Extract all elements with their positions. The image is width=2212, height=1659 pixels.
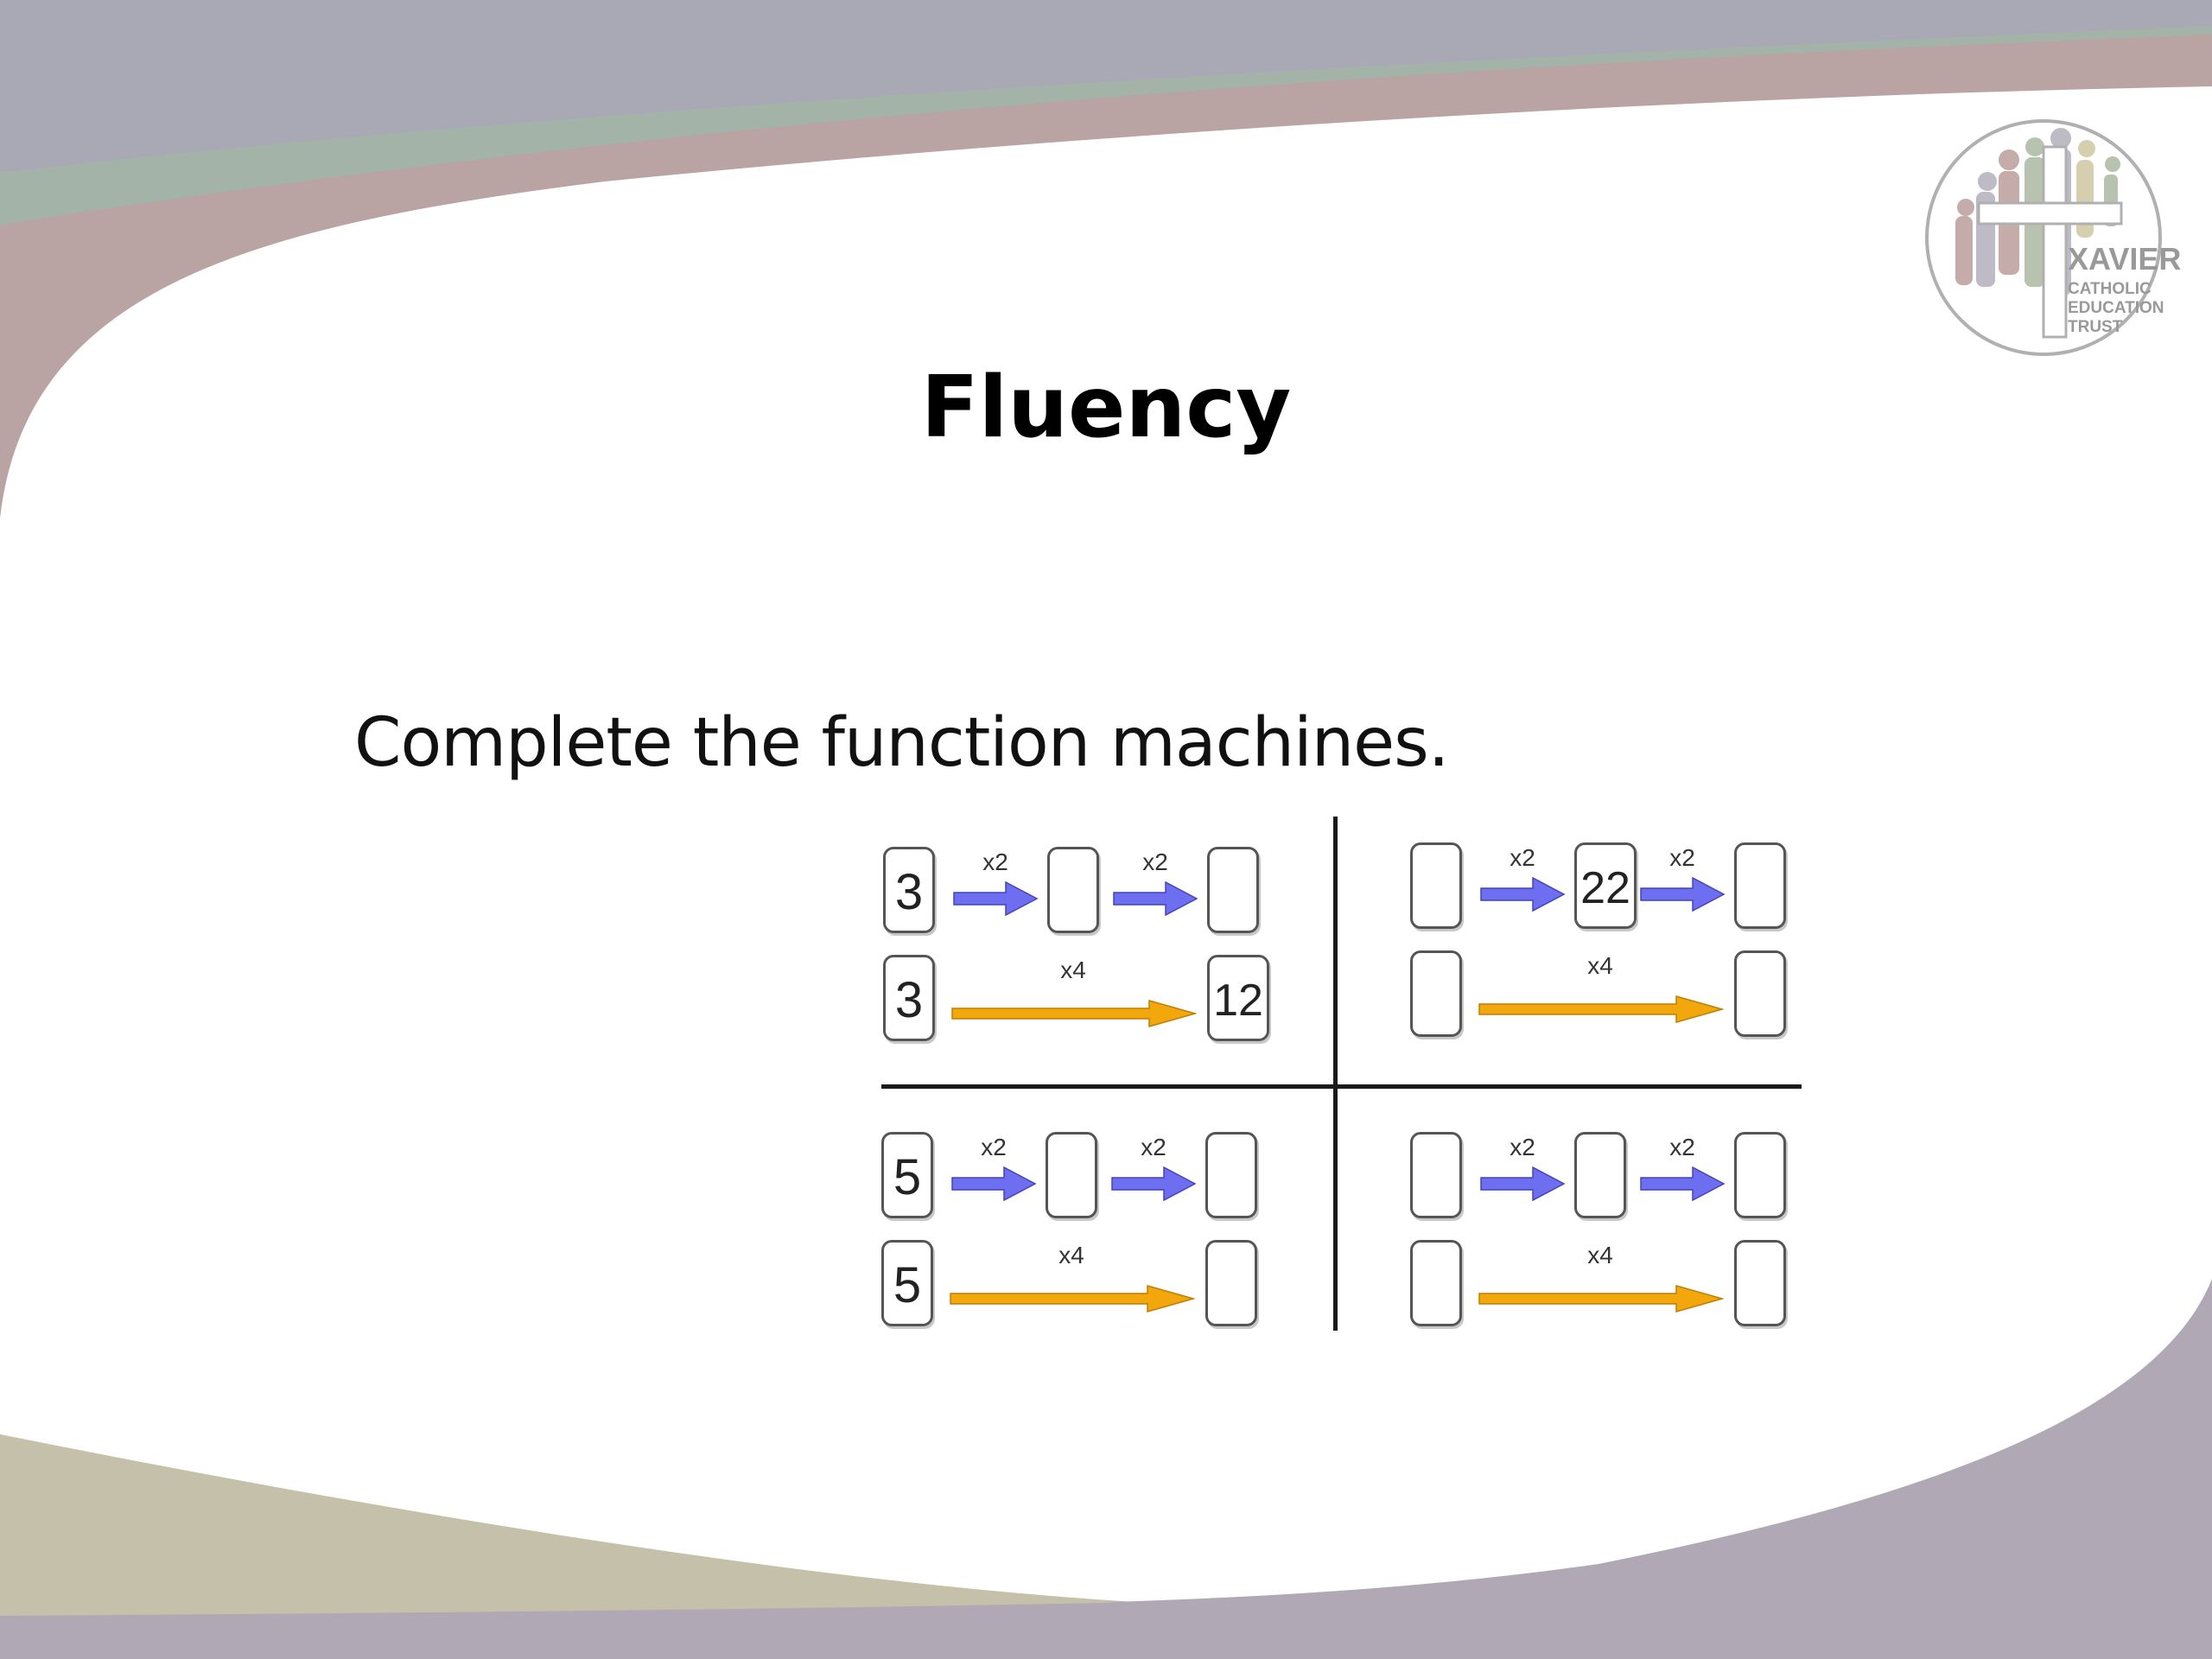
logo-line3: TRUST xyxy=(2068,318,2123,336)
input-box[interactable]: 3 xyxy=(883,955,935,1041)
input-box[interactable] xyxy=(1410,842,1462,929)
output-box[interactable] xyxy=(1734,1240,1786,1326)
one-step-machine: 3 x4 12 xyxy=(883,955,1298,1050)
operation-label: x2 xyxy=(982,849,1008,875)
function-machine-bottom-right: x2 x2 x4 xyxy=(1410,1132,1825,1348)
slide-title: Fluency xyxy=(920,359,1292,457)
middle-box[interactable] xyxy=(1046,1132,1097,1218)
two-step-machine: 3 x2 x2 xyxy=(883,847,1298,942)
blue-arrow-icon xyxy=(1111,1166,1197,1202)
middle-box[interactable]: 22 xyxy=(1574,842,1637,929)
input-box[interactable]: 5 xyxy=(881,1132,933,1218)
instruction-text: Complete the function machines. xyxy=(354,704,1450,782)
xavier-trust-logo: XAVIER CATHOLIC EDUCATION TRUST xyxy=(1925,119,2181,356)
bottom-band-purple xyxy=(605,1279,2212,1659)
operation-label: x2 xyxy=(981,1134,1007,1160)
grid-divider-horizontal xyxy=(881,1084,1802,1089)
grid-divider-vertical xyxy=(1333,817,1338,1331)
operation-label: x2 xyxy=(1669,844,1695,871)
operation-label: x4 xyxy=(1060,957,1086,983)
one-step-machine: x4 xyxy=(1410,1240,1825,1335)
logo-name: XAVIER xyxy=(2068,241,2181,276)
input-box[interactable]: 5 xyxy=(881,1240,933,1326)
operation-label: x2 xyxy=(1510,844,1535,871)
output-box[interactable] xyxy=(1205,1132,1257,1218)
output-box[interactable] xyxy=(1207,847,1259,933)
blue-arrow-icon xyxy=(951,1166,1037,1202)
orange-arrow-icon xyxy=(1478,1285,1724,1313)
one-step-machine: 5 x4 xyxy=(881,1240,1296,1335)
bottom-band-purple-strip xyxy=(0,1573,2212,1659)
input-box[interactable]: 3 xyxy=(883,847,935,933)
orange-arrow-icon xyxy=(1478,995,1724,1023)
operation-label: x2 xyxy=(1669,1134,1695,1160)
orange-arrow-icon xyxy=(951,1000,1197,1027)
output-box[interactable] xyxy=(1205,1240,1257,1326)
logo-line1: CATHOLIC xyxy=(2068,280,2152,298)
output-box[interactable] xyxy=(1734,1132,1786,1218)
operation-label: x2 xyxy=(1141,1134,1166,1160)
blue-arrow-icon xyxy=(1113,880,1198,917)
operation-label: x4 xyxy=(1058,1242,1084,1268)
middle-box[interactable] xyxy=(1574,1132,1626,1218)
operation-label: x4 xyxy=(1587,1242,1613,1268)
operation-label: x2 xyxy=(1142,849,1168,875)
two-step-machine: 5 x2 x2 xyxy=(881,1132,1296,1227)
two-step-machine: x2 22 x2 xyxy=(1410,842,1825,938)
function-machine-top-right: x2 22 x2 x4 xyxy=(1410,842,1825,1058)
blue-arrow-icon xyxy=(1480,1166,1566,1202)
top-band-purple xyxy=(0,0,2212,173)
blue-arrow-icon xyxy=(1480,876,1566,912)
top-band-rose xyxy=(0,35,2212,518)
output-box[interactable] xyxy=(1734,842,1786,929)
function-machine-bottom-left: 5 x2 x2 5 x4 xyxy=(881,1132,1296,1348)
input-box[interactable] xyxy=(1410,950,1462,1037)
two-step-machine: x2 x2 xyxy=(1410,1132,1825,1227)
middle-box[interactable] xyxy=(1047,847,1099,933)
output-box[interactable] xyxy=(1734,950,1786,1037)
output-box[interactable]: 12 xyxy=(1207,955,1269,1041)
blue-arrow-icon xyxy=(1640,876,1726,912)
input-box[interactable] xyxy=(1410,1132,1462,1218)
blue-arrow-icon xyxy=(953,880,1039,917)
input-box[interactable] xyxy=(1410,1240,1462,1326)
bottom-band-khaki-lower xyxy=(0,1434,1210,1659)
blue-arrow-icon xyxy=(1640,1166,1726,1202)
logo-line2: EDUCATION xyxy=(2068,299,2164,317)
operation-label: x2 xyxy=(1510,1134,1535,1160)
orange-arrow-icon xyxy=(950,1285,1195,1313)
operation-label: x4 xyxy=(1587,952,1613,979)
function-machine-top-left: 3 x2 x2 3 x4 12 xyxy=(883,847,1298,1063)
one-step-machine: x4 xyxy=(1410,950,1825,1046)
